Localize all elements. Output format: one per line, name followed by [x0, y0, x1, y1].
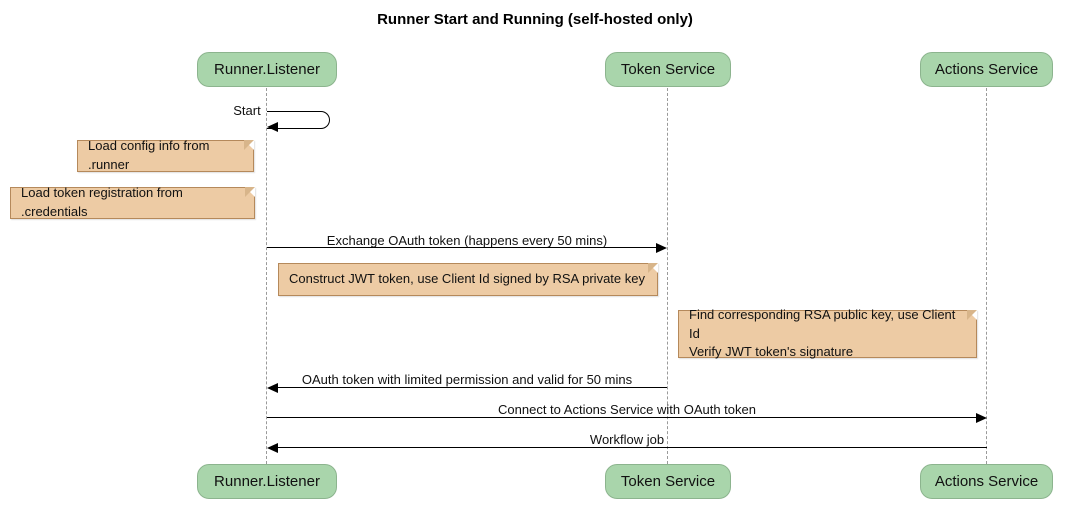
message-line [267, 247, 657, 248]
message-line [277, 447, 987, 448]
message-arrowhead-icon [267, 383, 278, 393]
participant-bottom-token-service: Token Service [605, 464, 731, 499]
participant-bottom-runner-listener: Runner.Listener [197, 464, 337, 499]
note-fold-icon [967, 310, 977, 320]
self-message-arrowhead-icon [267, 122, 278, 132]
note-fold-icon [244, 140, 254, 150]
lifeline-token-service [667, 88, 668, 464]
message-line [277, 387, 667, 388]
message-line [267, 417, 977, 418]
note-text: Construct JWT token, use Client Id signe… [289, 271, 645, 287]
note-verify-jwt: Find corresponding RSA public key, use C… [678, 307, 977, 359]
participant-label: Runner.Listener [214, 473, 320, 490]
note-load-config: Load config info from .runner [77, 138, 254, 172]
note-load-token-registration: Load token registration from .credential… [10, 185, 255, 219]
self-message-label: Start [233, 103, 261, 118]
participant-top-runner-listener: Runner.Listener [197, 52, 337, 87]
participant-top-actions-service: Actions Service [920, 52, 1053, 87]
self-message-loop [267, 111, 330, 129]
participant-label: Runner.Listener [214, 61, 320, 78]
participant-label: Token Service [620, 473, 716, 490]
participant-label: Token Service [620, 61, 716, 78]
note-fold-icon [648, 263, 658, 273]
message-label-oauth-token-return: OAuth token with limited permission and … [301, 372, 633, 387]
diagram-title: Runner Start and Running (self-hosted on… [377, 11, 693, 28]
lifeline-actions-service [986, 88, 987, 464]
message-arrowhead-icon [267, 443, 278, 453]
message-label-workflow-job: Workflow job [589, 432, 665, 447]
message-arrowhead-icon [656, 243, 667, 253]
note-construct-jwt: Construct JWT token, use Client Id signe… [278, 263, 658, 296]
participant-label: Actions Service [934, 473, 1039, 490]
message-arrowhead-icon [976, 413, 987, 423]
participant-bottom-actions-service: Actions Service [920, 464, 1053, 499]
participant-label: Actions Service [934, 61, 1039, 78]
note-text: Load config info from .runner [88, 138, 210, 172]
note-text: Find corresponding RSA public key, use C… [689, 306, 956, 360]
participant-top-token-service: Token Service [605, 52, 731, 87]
message-label-connect-actions: Connect to Actions Service with OAuth to… [498, 402, 756, 417]
lifeline-runner-listener [266, 88, 267, 464]
note-fold-icon [245, 187, 255, 197]
message-label-exchange-oauth: Exchange OAuth token (happens every 50 m… [326, 233, 608, 248]
note-text: Load token registration from .credential… [21, 185, 183, 219]
